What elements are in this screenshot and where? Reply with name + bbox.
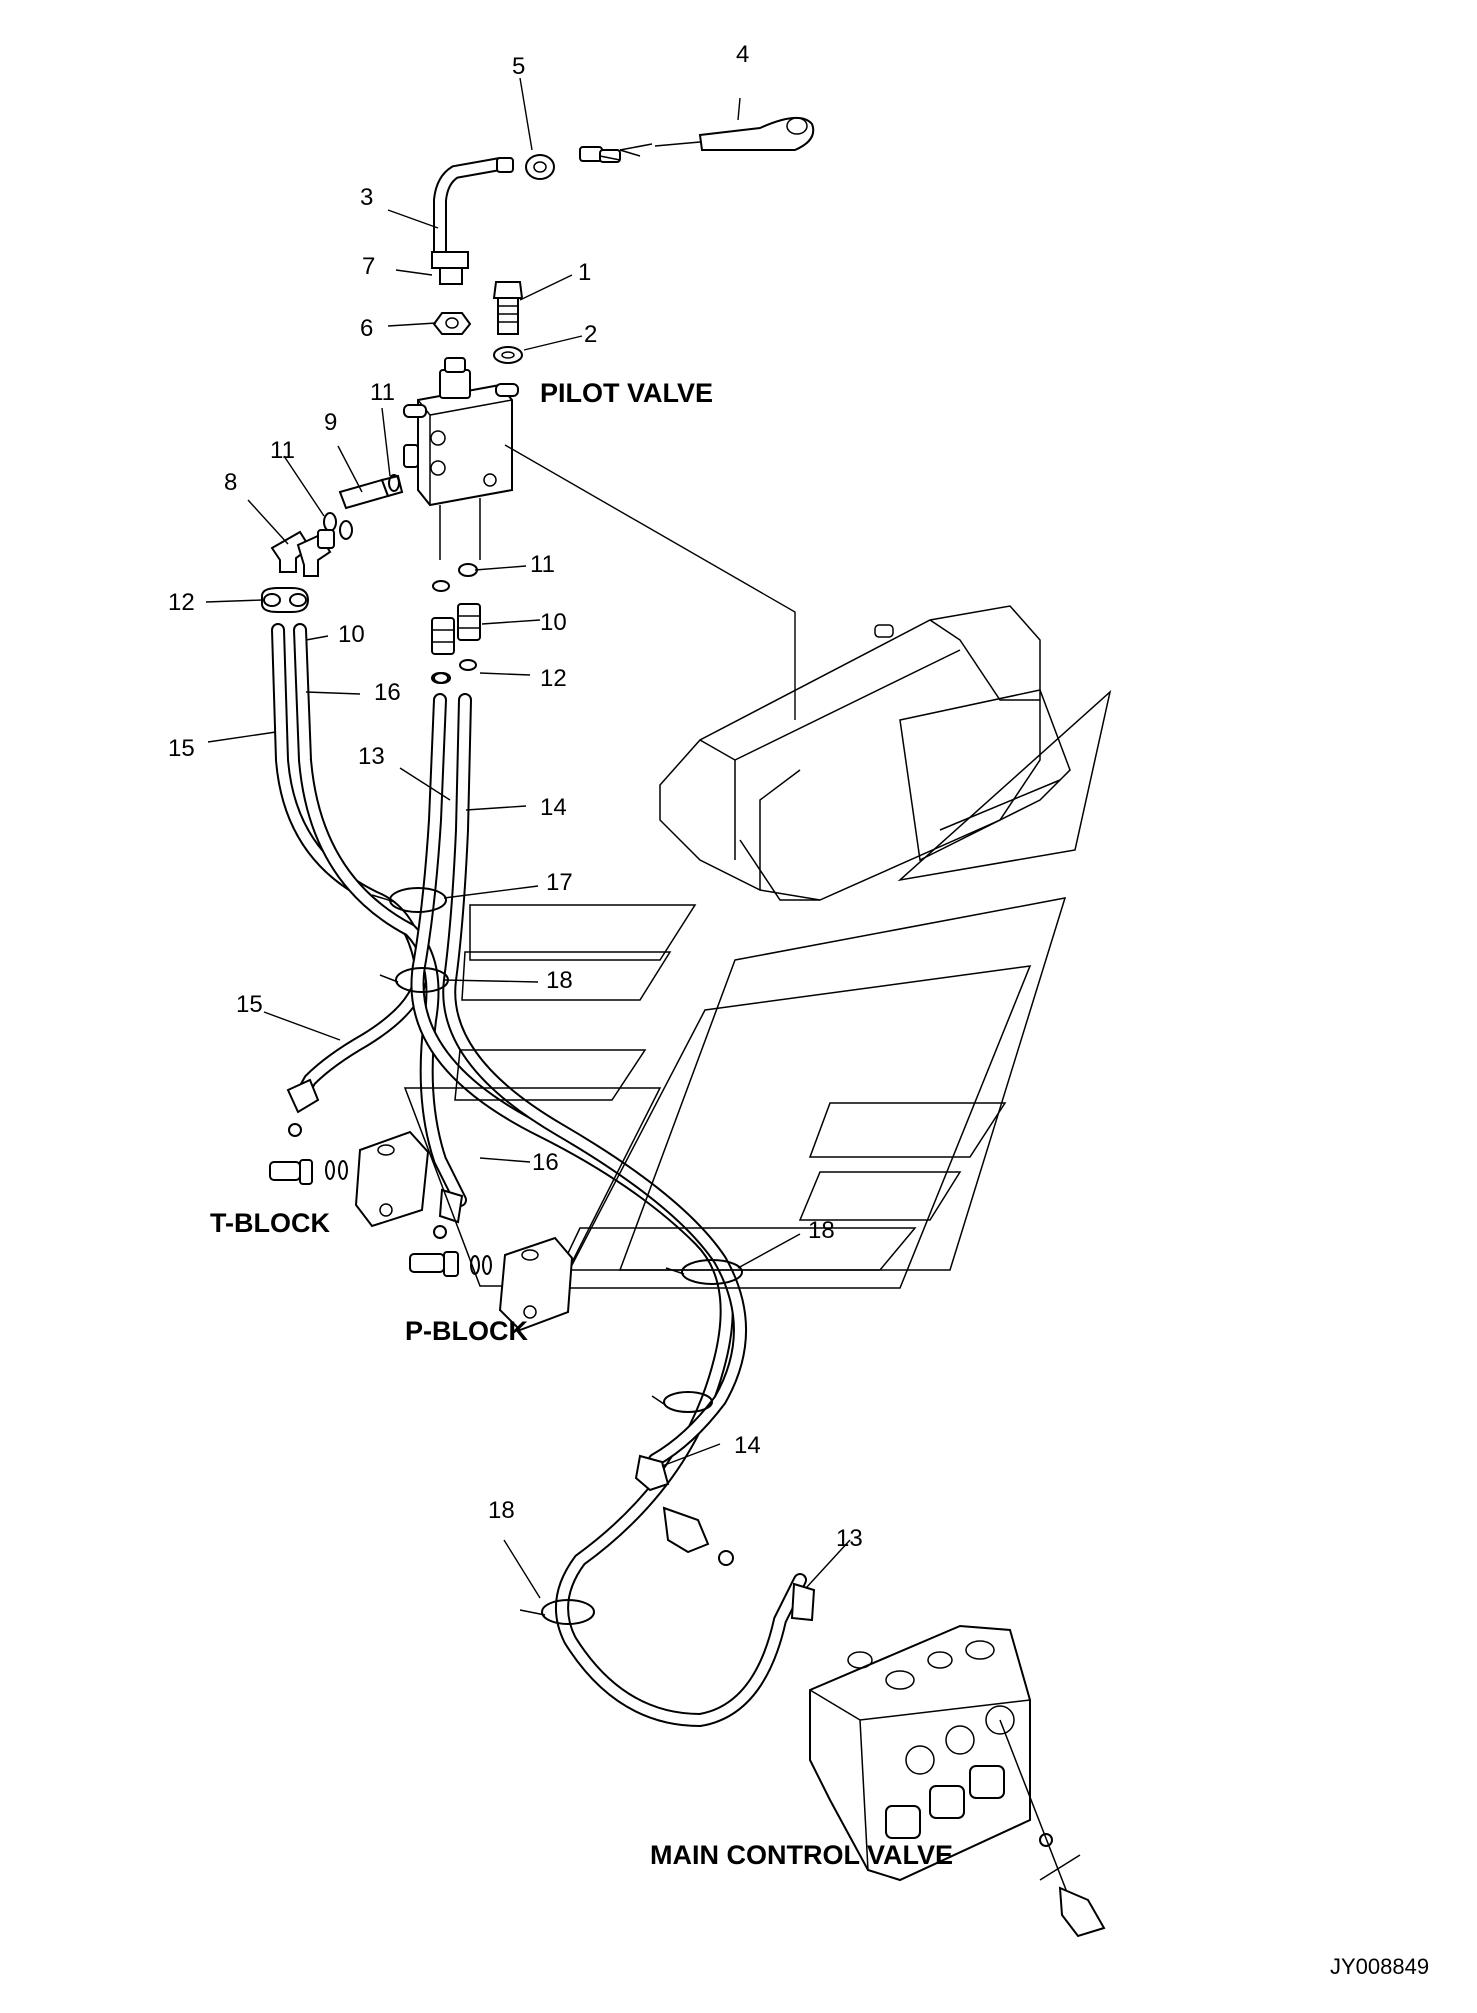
callout-14b: 14 (734, 1432, 761, 1459)
hex-nut (432, 312, 472, 335)
callout-11c: 11 (530, 551, 555, 578)
lever-nut (525, 154, 555, 180)
callout-13b: 13 (836, 1525, 863, 1552)
callout-1: 1 (578, 259, 591, 286)
pilot-valve-leader (504, 444, 796, 720)
washer (493, 346, 523, 364)
lever-handle (579, 117, 815, 163)
callout-10b: 10 (540, 609, 567, 636)
callout-18b: 18 (808, 1217, 835, 1244)
callout-16a: 16 (374, 679, 401, 706)
leader-lines (205, 77, 851, 1599)
callout-7: 7 (362, 253, 375, 280)
straight-adapters (431, 603, 481, 655)
t-block-title: T-BLOCK (210, 1208, 330, 1238)
callout-numbers: 1 2 3 4 5 6 7 8 9 10 10 11 11 11 12 12 1… (168, 41, 863, 1552)
callout-11a: 11 (370, 379, 395, 406)
callout-16b: 16 (532, 1149, 559, 1176)
seal-pairs (261, 587, 451, 684)
t-block (269, 1123, 430, 1228)
p-block-title: P-BLOCK (405, 1316, 528, 1346)
callout-15b: 15 (236, 991, 263, 1018)
lever-bracket (431, 251, 469, 285)
pilot-hoses (271, 623, 807, 1728)
callout-11b: 11 (270, 437, 295, 464)
p-block (409, 1225, 574, 1332)
bolt (492, 281, 524, 335)
chevron-outlines (403, 689, 1112, 1289)
elbow-fittings (270, 529, 335, 577)
callout-17: 17 (546, 869, 573, 896)
callout-12b: 12 (540, 665, 567, 692)
callout-18c: 18 (488, 1497, 515, 1524)
main-control-valve-title: MAIN CONTROL VALVE (650, 1840, 953, 1870)
lever-rod (433, 157, 514, 265)
callout-2: 2 (584, 321, 597, 348)
callout-12a: 12 (168, 589, 195, 616)
callout-10a: 10 (338, 621, 365, 648)
callout-9: 9 (324, 409, 337, 436)
callout-6: 6 (360, 315, 373, 342)
callout-4: 4 (736, 41, 749, 68)
adapter-fitting (338, 474, 404, 510)
component-titles: PILOT VALVE T-BLOCK P-BLOCK MAIN CONTROL… (210, 378, 953, 1870)
callout-15a: 15 (168, 735, 195, 762)
pilot-valve (403, 357, 519, 560)
drawing-reference: JY008849 (1330, 1954, 1429, 1979)
pilot-valve-title: PILOT VALVE (540, 378, 713, 408)
callout-18a: 18 (546, 967, 573, 994)
callout-3: 3 (360, 184, 373, 211)
callout-13a: 13 (358, 743, 385, 770)
main-control-valve (809, 1624, 1106, 1938)
hose-end-fittings (286, 1078, 816, 1622)
seat-frame (659, 605, 1071, 901)
callout-8: 8 (224, 469, 237, 496)
callout-5: 5 (512, 53, 525, 80)
callout-14a: 14 (540, 794, 567, 821)
